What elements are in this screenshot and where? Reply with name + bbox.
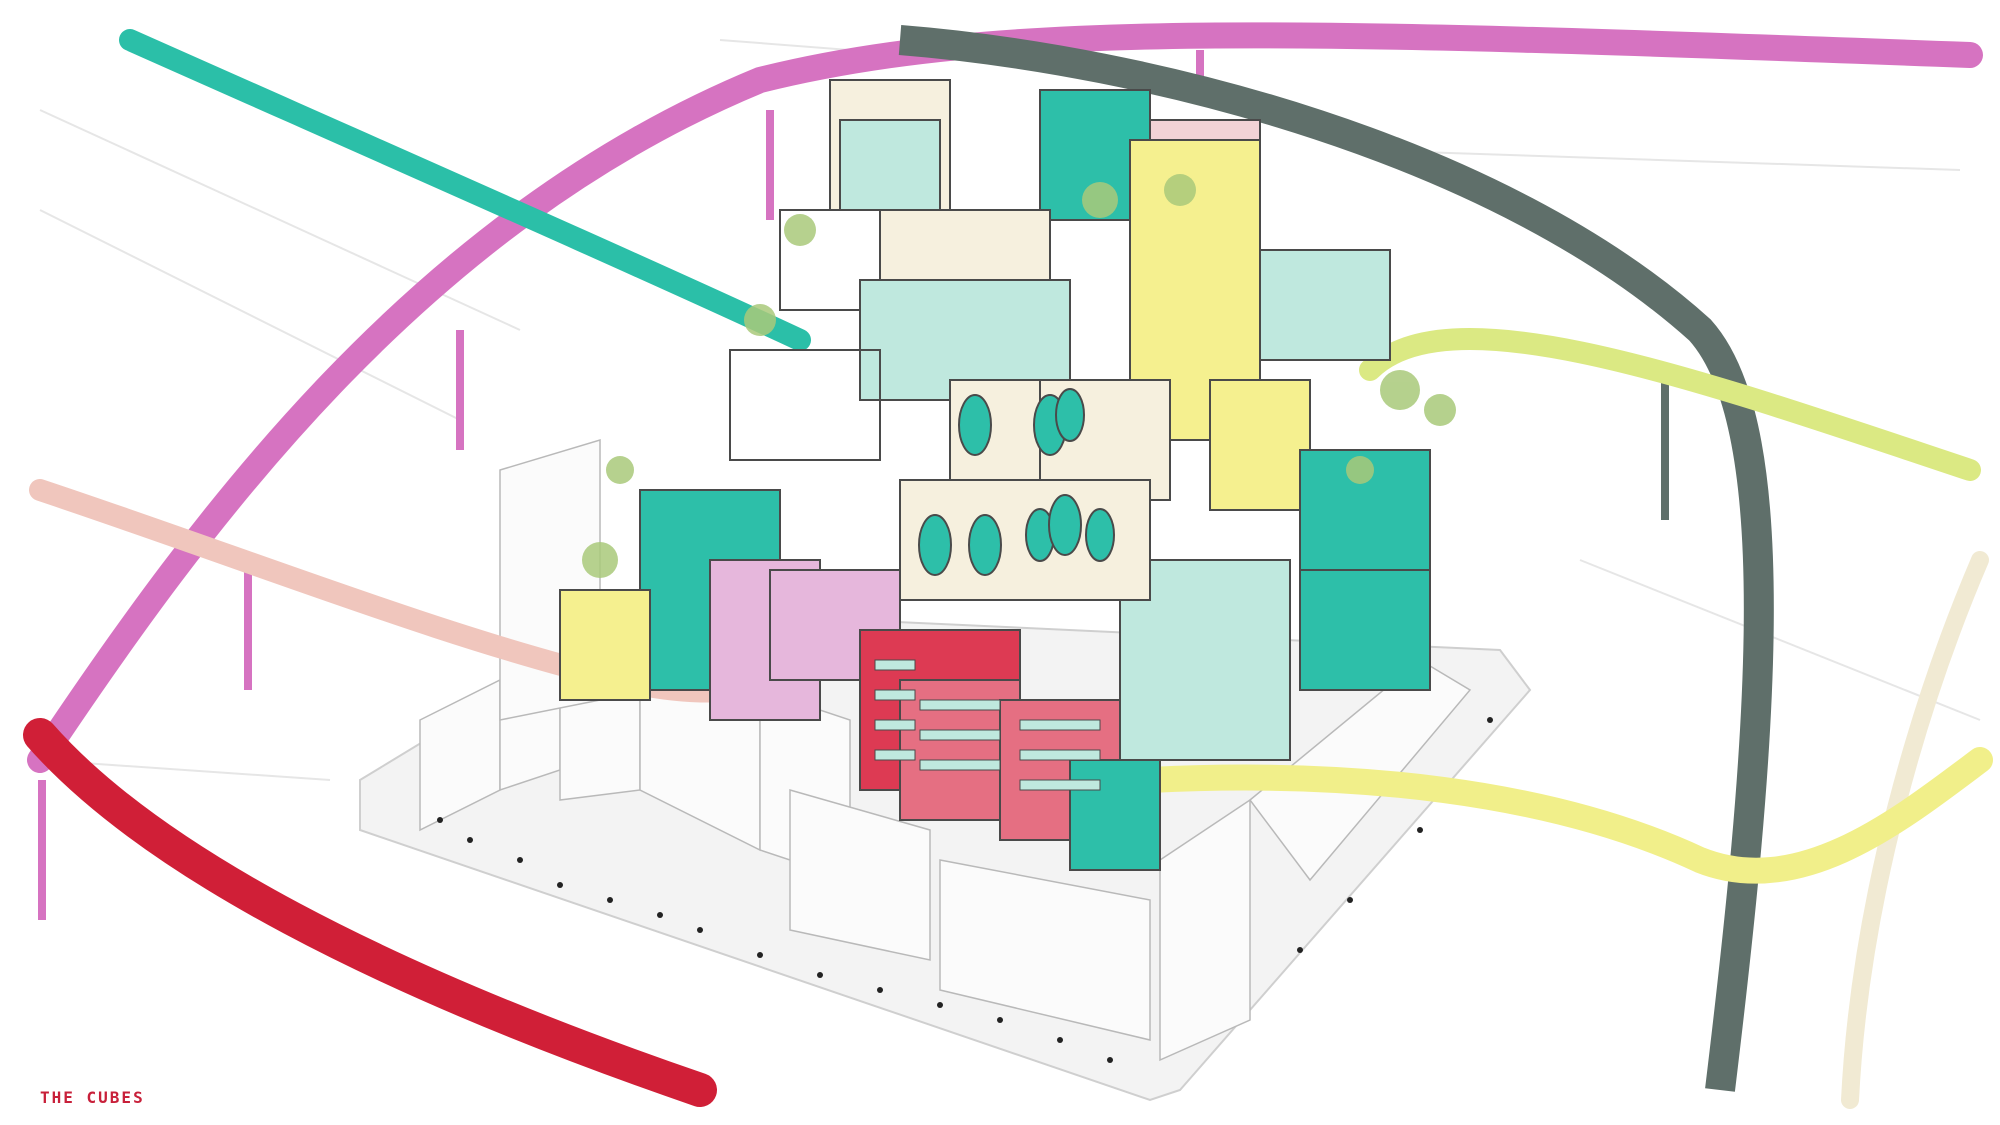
cube-yellow-left xyxy=(559,589,651,701)
existing-street-buildings xyxy=(419,438,1472,1062)
frame-cube-c xyxy=(1259,249,1391,361)
lime-tube xyxy=(1359,328,1981,481)
dark-grey-tube xyxy=(898,25,1774,1092)
cube-right-teal-lower xyxy=(1299,569,1431,691)
red-tube xyxy=(23,718,717,1107)
magenta-elevated-tube xyxy=(27,22,1983,773)
teal-tube xyxy=(119,29,811,351)
greenery-planting xyxy=(582,174,1456,578)
pedestrians xyxy=(437,717,1493,1063)
drawing-caption: THE CUBES xyxy=(40,1088,145,1107)
cube-pink-low xyxy=(769,569,901,681)
frame-cube-d xyxy=(729,349,881,461)
yellow-tube xyxy=(1137,747,1993,884)
oval-windows xyxy=(918,388,1115,576)
cube-teal-base xyxy=(1069,759,1161,871)
cube-yellow-stripes xyxy=(1209,379,1311,511)
red-block-windows xyxy=(874,659,1101,791)
cube-top-mint xyxy=(839,119,941,211)
